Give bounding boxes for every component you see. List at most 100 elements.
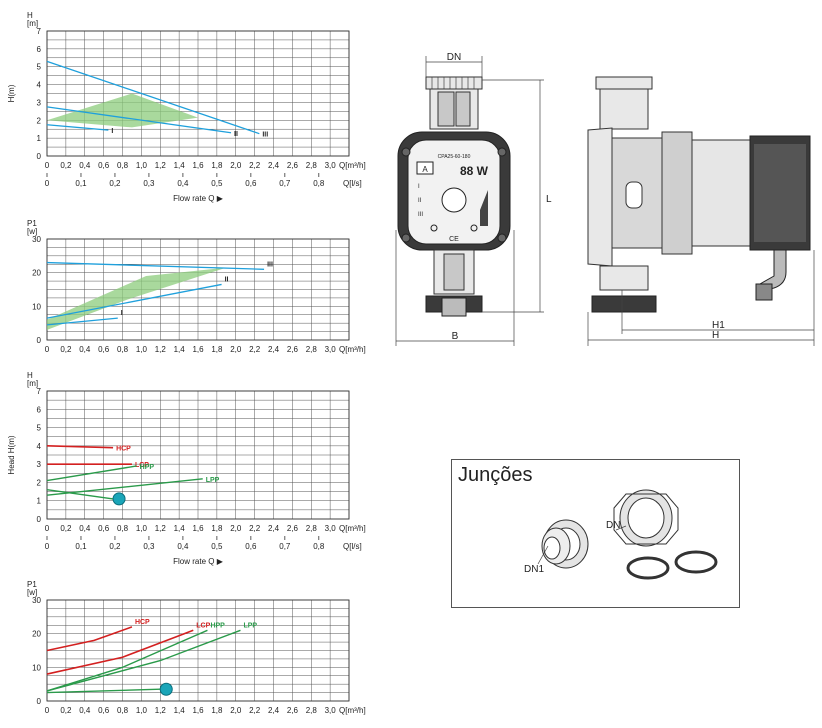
x-tick-label: 1,0 (136, 161, 148, 170)
x-tick-label: 2,0 (230, 524, 242, 533)
x-tick-secondary-label: 0,4 (177, 542, 189, 551)
y-tick-label: 7 (37, 387, 42, 396)
series-line-i (46, 317, 118, 326)
x-axis-title: Flow rate Q ▶ (173, 194, 224, 203)
mode-a-label: A (422, 165, 428, 174)
x-tick-label: 0,2 (60, 706, 72, 715)
y-unit-label: H (27, 371, 33, 380)
dn-joint-label: DN (606, 520, 620, 531)
series-line-hcp (46, 626, 133, 652)
x-tick-label: 3,0 (325, 706, 337, 715)
x-tick-secondary-label: 0,8 (313, 179, 325, 188)
x-tick-label: 0 (45, 524, 50, 533)
y-tick-label: 10 (32, 663, 41, 672)
y-unit-label: H (27, 11, 33, 20)
x-tick-label: 0,6 (98, 161, 110, 170)
x-tick-label: 0,4 (79, 524, 91, 533)
series-line (46, 688, 161, 694)
x-unit-label: Q[m³/h] (339, 706, 366, 715)
y-tick-label: 0 (37, 515, 42, 524)
series-line-iii (46, 60, 260, 135)
x-unit-label: Q[m³/h] (339, 524, 366, 533)
x-tick-secondary-label: 0,8 (313, 542, 325, 551)
series-label: LCP (135, 462, 149, 469)
y-tick-label: 3 (37, 98, 42, 107)
series-label: III (267, 261, 273, 268)
x-tick-label: 1,6 (192, 706, 204, 715)
y-tick-label: 4 (37, 442, 42, 451)
x-tick-label: 0 (45, 161, 50, 170)
x-tick-label: 0,8 (117, 706, 129, 715)
y-unit-bracket: [m] (27, 379, 38, 388)
x-axis-title: Flow rate Q ▶ (173, 557, 224, 566)
x-tick-secondary-label: 0,3 (143, 542, 155, 551)
x-tick-secondary-label: 0,7 (279, 542, 291, 551)
x-tick-label: 1,4 (174, 524, 186, 533)
joints-title: Junções (458, 464, 533, 486)
series-line-ii (46, 106, 232, 134)
x-tick-label: 0,2 (60, 524, 72, 533)
series-label: II (225, 276, 229, 283)
x-tick-label: 0,8 (117, 161, 129, 170)
series-label: HCP (135, 619, 150, 626)
x-tick-label: 1,4 (174, 161, 186, 170)
x-tick-label: 2,4 (268, 524, 280, 533)
x-tick-label: 1,4 (174, 706, 186, 715)
x-tick-label: 2,4 (268, 161, 280, 170)
eco-mode-icon (159, 682, 173, 696)
x-tick-secondary-label: 0,3 (143, 179, 155, 188)
series-label: HPP (140, 464, 155, 471)
y-tick-label: 0 (37, 152, 42, 161)
series-label: I (121, 310, 123, 317)
y-tick-label: 1 (37, 134, 42, 143)
x-tick-label: 0,2 (60, 345, 72, 354)
y-tick-label: 5 (37, 424, 42, 433)
y-tick-label: 4 (37, 81, 42, 90)
mode-ii-label: II (418, 198, 422, 204)
x-tick-label: 0 (45, 345, 50, 354)
union-nut-large (613, 489, 679, 547)
series-line-hpp (46, 629, 208, 692)
y-tick-label: 2 (37, 116, 42, 125)
x-tick-label: 1,6 (192, 524, 204, 533)
x-tick-label: 1,6 (192, 161, 204, 170)
series-line-lpp (46, 629, 241, 692)
dn-dimension-label: DN (447, 52, 461, 63)
x-tick-label: 1,8 (211, 706, 223, 715)
x-tick-label: 2,4 (268, 706, 280, 715)
x-tick-label: 0,4 (79, 706, 91, 715)
b-dimension-label: B (452, 331, 459, 342)
x-tick-secondary-label: 0,4 (177, 179, 189, 188)
x-tick-label: 1,8 (211, 161, 223, 170)
y-tick-label: 6 (37, 45, 42, 54)
x-unit-label: Q[m³/h] (339, 161, 366, 170)
x-tick-label: 2,4 (268, 345, 280, 354)
x-tick-label: 2,6 (287, 345, 299, 354)
eco-mode-icon (112, 492, 126, 506)
x-tick-label: 2,2 (249, 524, 261, 533)
y-axis-title: Head H(m) (7, 435, 16, 474)
x-tick-label: 1,2 (155, 524, 167, 533)
y-unit-bracket: [w] (27, 227, 37, 236)
h-dimension-label: H (712, 330, 719, 341)
y-unit-bracket: [w] (27, 588, 37, 597)
y-tick-label: 30 (32, 235, 41, 244)
x-tick-label: 0,6 (98, 345, 110, 354)
y-unit-label: P1 (27, 219, 37, 228)
series-line-hpp (46, 465, 137, 482)
series-label: HCP (116, 446, 131, 453)
series-label: LCP (196, 622, 210, 629)
y-tick-label: 3 (37, 460, 42, 469)
x-tick-label: 0,2 (60, 161, 72, 170)
x-tick-label: 0 (45, 706, 50, 715)
union-nut-small (541, 519, 589, 569)
x-tick-secondary-label: 0,2 (109, 542, 121, 551)
x-tick-label: 1,0 (136, 345, 148, 354)
series-line-lcp (46, 629, 194, 675)
x-tick-label: 2,2 (249, 345, 261, 354)
x-tick-label: 3,0 (325, 345, 337, 354)
